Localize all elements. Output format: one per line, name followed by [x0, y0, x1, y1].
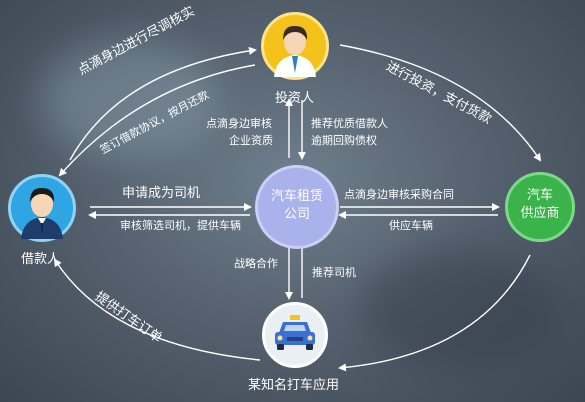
background-blur — [360, 250, 560, 370]
arrow-supplier-to-app — [338, 254, 531, 372]
center-label: 汽车租赁 公司 — [255, 188, 339, 224]
supplier-label-line2: 供应商 — [520, 206, 560, 221]
edge-label-center-to-supplier: 点滴身边审核采购合同 — [344, 188, 454, 201]
borrower-avatar-icon — [21, 187, 63, 239]
edge-label-supplier-to-center: 供应车辆 — [389, 219, 433, 232]
investor-label: 投资人 — [275, 91, 315, 106]
arrow-investor-to-borrower — [58, 64, 256, 177]
supplier-label: 汽车 供应商 — [505, 187, 575, 223]
center-label-line1: 汽车租赁 — [270, 189, 323, 204]
edge-label-center-to-app: 战略合作 — [234, 257, 278, 270]
app-label: 某知名打车应用 — [248, 378, 340, 393]
arrow-app-to-borrower — [53, 258, 261, 361]
supplier-label-line1: 汽车 — [526, 188, 553, 203]
arrow-investor-to-supplier — [339, 44, 542, 162]
borrower-label: 借款人 — [21, 252, 61, 267]
arrow-borrower-to-investor — [69, 46, 257, 161]
edge-label-app-to-center: 推荐司机 — [312, 266, 356, 279]
edge-label-investor-to-center-1: 推荐优质借款人 — [311, 117, 388, 130]
edge-label-borrower-to-center: 申请成为司机 — [122, 186, 201, 201]
investor-node — [261, 12, 329, 80]
edge-label-center-to-investor-1: 点滴身边审核 — [206, 117, 272, 130]
edge-label-investor-to-center-2: 逾期回购债权 — [311, 134, 377, 147]
borrower-node — [8, 174, 76, 242]
investor-avatar-icon — [274, 25, 316, 77]
supplier-node — [505, 172, 575, 242]
background-blur — [40, 40, 220, 160]
center-label-line2: 公司 — [283, 207, 310, 222]
center-node — [255, 165, 339, 249]
app-node — [262, 302, 328, 368]
taxi-car-icon — [275, 315, 315, 350]
edge-label-center-to-investor-2: 企业资质 — [229, 134, 273, 147]
edge-label-center-to-borrower: 审核筛选司机，提供车辆 — [120, 219, 241, 232]
